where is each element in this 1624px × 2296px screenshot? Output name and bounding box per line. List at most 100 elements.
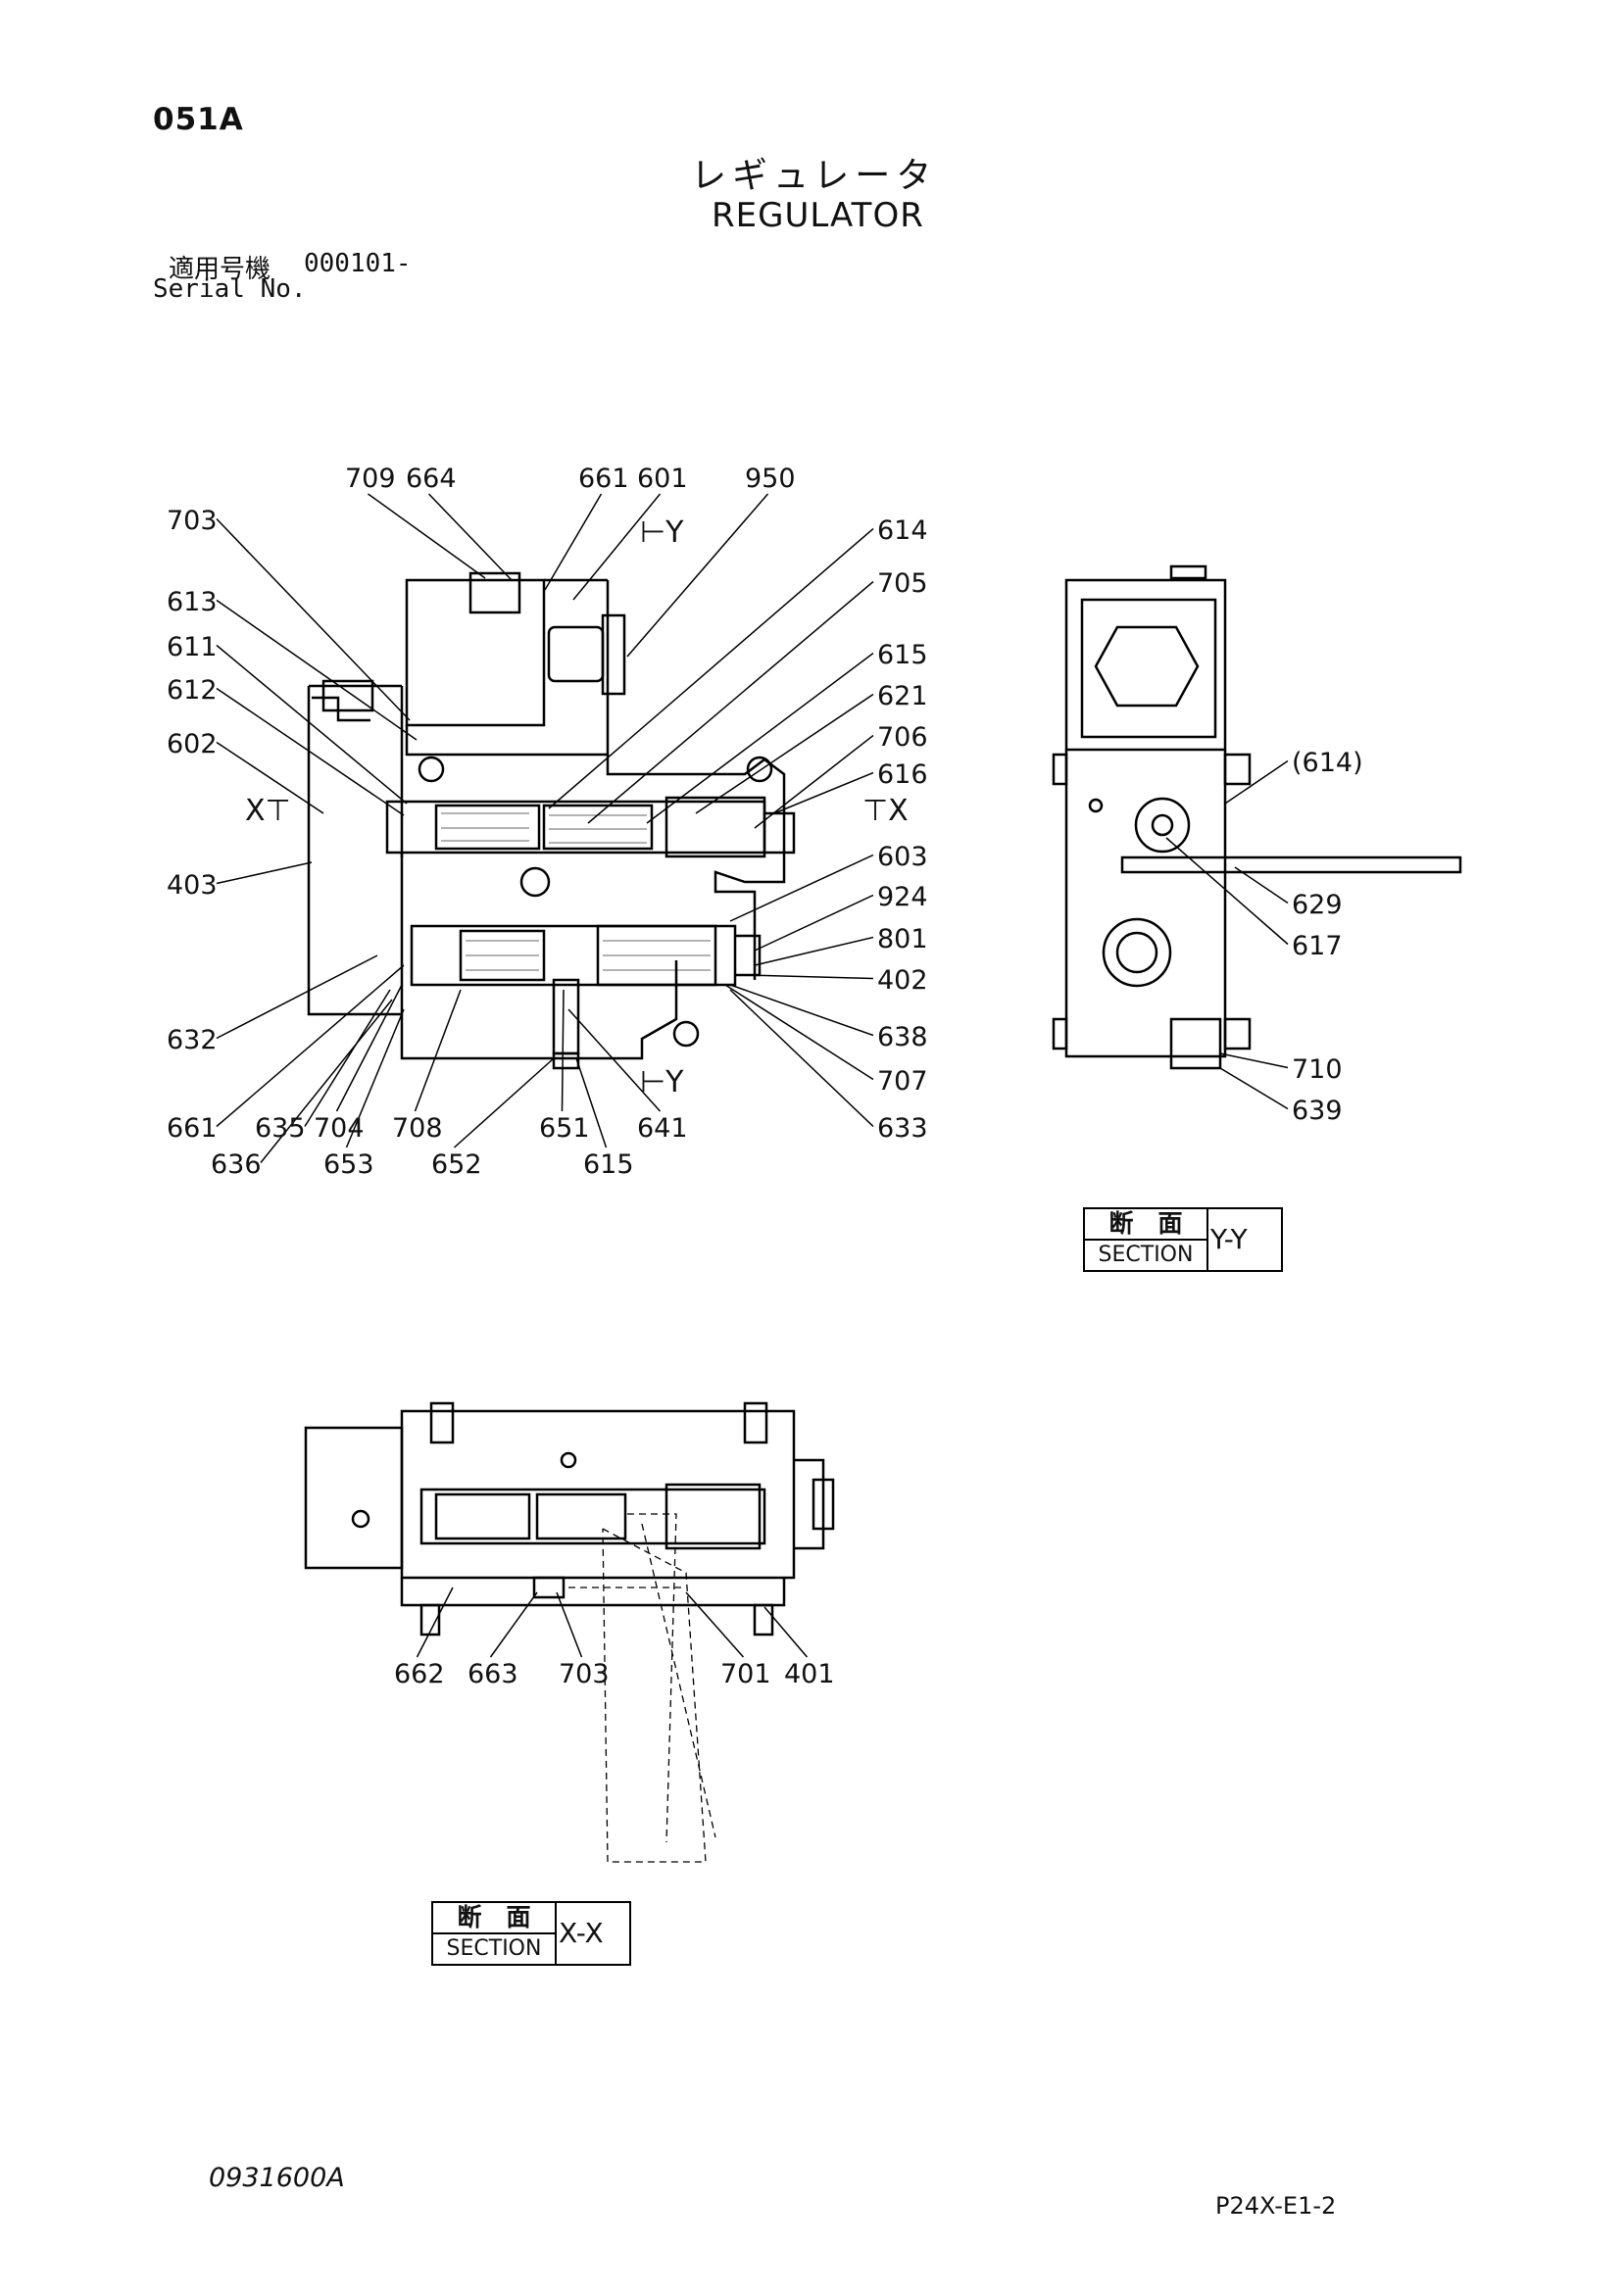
serial-label-japanese: 適用号機 bbox=[169, 255, 271, 284]
main-callout: 638 bbox=[877, 1022, 928, 1052]
main-leader-line bbox=[216, 954, 378, 1040]
main-callout: 601 bbox=[637, 464, 688, 494]
bottom-leader-line bbox=[489, 1591, 538, 1658]
side-leader-line bbox=[1165, 837, 1289, 946]
main-leader-line bbox=[453, 1057, 555, 1148]
main-leader-line bbox=[216, 517, 411, 721]
side-callout: (614) bbox=[1292, 748, 1363, 778]
main-leader-line bbox=[567, 1008, 662, 1112]
bottom-callout: 401 bbox=[784, 1659, 835, 1689]
bottom-leader-line bbox=[763, 1606, 809, 1658]
main-callout: 652 bbox=[431, 1149, 482, 1180]
main-leader-line bbox=[626, 493, 769, 658]
main-callout: 950 bbox=[745, 464, 796, 494]
main-leader-line bbox=[754, 936, 874, 966]
side-leader-line bbox=[1234, 866, 1289, 904]
main-leader-line bbox=[744, 974, 874, 980]
main-callout: 704 bbox=[314, 1113, 365, 1144]
main-leader-line bbox=[646, 652, 874, 824]
main-leader-line bbox=[695, 693, 874, 814]
section-marker: ⊤X bbox=[862, 794, 909, 828]
main-callout: 709 bbox=[345, 464, 396, 494]
main-callout: 633 bbox=[877, 1113, 928, 1144]
main-leader-line bbox=[754, 734, 874, 829]
main-callout: 632 bbox=[167, 1025, 218, 1055]
bottom-leader-line bbox=[685, 1591, 745, 1658]
main-callout: 705 bbox=[877, 568, 928, 599]
main-leader-line bbox=[427, 493, 513, 581]
main-callout: 801 bbox=[877, 924, 928, 954]
main-leader-line bbox=[773, 771, 874, 814]
main-callout: 403 bbox=[167, 870, 218, 901]
main-leader-line bbox=[368, 493, 486, 579]
bottom-callout: 662 bbox=[394, 1659, 445, 1689]
side-leader-line bbox=[1224, 759, 1289, 805]
main-leader-line bbox=[729, 854, 874, 922]
main-leader-line bbox=[561, 989, 565, 1112]
main-leader-line bbox=[724, 984, 874, 1081]
main-leader-line bbox=[414, 989, 462, 1112]
main-leader-line bbox=[216, 861, 313, 885]
bottom-view-outline bbox=[304, 1401, 835, 1637]
page-reference: P24X-E1-2 bbox=[1215, 2192, 1337, 2220]
main-callout: 615 bbox=[583, 1149, 634, 1180]
main-callout: 924 bbox=[877, 882, 928, 912]
bottom-leader-line bbox=[416, 1587, 454, 1658]
side-leader-line bbox=[1219, 1067, 1289, 1110]
main-leader-line bbox=[216, 741, 324, 814]
main-callout: 653 bbox=[323, 1149, 374, 1180]
section-marker: X⊤ bbox=[245, 794, 291, 828]
side-leader-line bbox=[1219, 1052, 1289, 1069]
main-callout: 636 bbox=[211, 1149, 262, 1180]
main-leader-line bbox=[216, 644, 408, 805]
main-leader-line bbox=[216, 687, 405, 816]
side-callout: 639 bbox=[1292, 1096, 1343, 1126]
main-callout: 641 bbox=[637, 1113, 688, 1144]
bottom-view-lever bbox=[568, 1513, 716, 1863]
main-callout: 616 bbox=[877, 759, 928, 790]
main-leader-line bbox=[216, 964, 405, 1128]
main-view-hatch bbox=[441, 812, 711, 971]
main-callout: 614 bbox=[877, 515, 928, 546]
main-leader-line bbox=[587, 580, 874, 824]
section-marker: ⊢Y bbox=[640, 515, 684, 550]
main-callout: 602 bbox=[167, 729, 218, 759]
main-callout: 707 bbox=[877, 1066, 928, 1097]
side-view-outline bbox=[1052, 564, 1462, 1070]
main-leader-line bbox=[216, 599, 418, 741]
main-callout: 611 bbox=[167, 632, 218, 662]
section-box-x-jp: 断 面 bbox=[433, 1903, 557, 1934]
bottom-callout: 703 bbox=[559, 1659, 610, 1689]
main-leader-line bbox=[548, 527, 874, 809]
title-japanese: レギュレータ bbox=[691, 156, 938, 196]
main-callout: 402 bbox=[877, 965, 928, 996]
section-box-y-en: SECTION bbox=[1085, 1241, 1208, 1270]
main-leader-line bbox=[572, 493, 662, 601]
section-box-x-en: SECTION bbox=[433, 1934, 557, 1964]
side-callout: 617 bbox=[1292, 931, 1343, 961]
drawing-number: 0931600A bbox=[209, 2163, 345, 2193]
main-leader-line bbox=[260, 999, 393, 1163]
section-box-y-mark: Y-Y bbox=[1210, 1223, 1248, 1255]
main-leader-line bbox=[754, 894, 874, 952]
main-callout: 706 bbox=[877, 722, 928, 753]
serial-label-english: Serial No. bbox=[153, 274, 307, 304]
main-leader-line bbox=[729, 989, 874, 1128]
main-callout: 661 bbox=[167, 1113, 218, 1144]
main-leader-line bbox=[575, 1057, 608, 1148]
main-callout: 703 bbox=[167, 506, 218, 536]
section-box-x-mark: X-X bbox=[559, 1917, 604, 1949]
main-leader-line bbox=[304, 989, 391, 1127]
main-callout: 651 bbox=[539, 1113, 590, 1144]
main-callout: 635 bbox=[255, 1113, 306, 1144]
side-callout: 710 bbox=[1292, 1054, 1343, 1085]
main-callout: 664 bbox=[406, 464, 457, 494]
side-callout: 629 bbox=[1292, 890, 1343, 920]
main-callout: 621 bbox=[877, 681, 928, 711]
main-callout: 661 bbox=[578, 464, 629, 494]
page-code: 051A bbox=[153, 102, 244, 137]
main-leader-line bbox=[345, 1008, 405, 1148]
section-box-y: 断 面 SECTION Y-Y bbox=[1083, 1207, 1283, 1272]
bottom-callout: 701 bbox=[720, 1659, 771, 1689]
